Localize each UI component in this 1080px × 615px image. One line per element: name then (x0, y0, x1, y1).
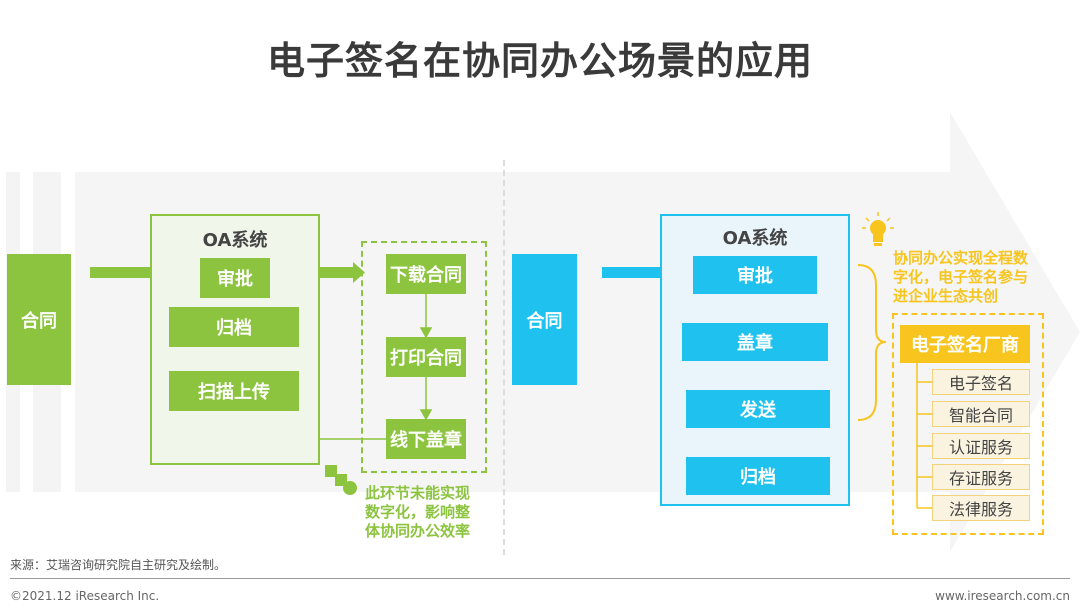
left-note-line: 数字化，影响整 (365, 503, 471, 521)
yellow-brace (857, 264, 887, 421)
section-divider (503, 160, 505, 555)
service-item: 电子签名 (932, 369, 1030, 395)
vendor-tree-lines (916, 363, 932, 509)
left-contract-box: 合同 (7, 254, 71, 385)
left-step-scan-upload: 扫描上传 (169, 371, 299, 411)
right-note-line: 协同办公实现全程数 (893, 249, 1029, 267)
arrow-print-to-stamp (419, 377, 433, 421)
service-item: 认证服务 (932, 433, 1030, 459)
left-oa-system-label: OA系统 (202, 230, 268, 251)
offline-step-stamp: 线下盖章 (386, 419, 466, 459)
left-note-line: 此环节未能实现 (365, 484, 471, 502)
right-oa-system-label: OA系统 (722, 228, 788, 249)
note-squares-icon (325, 465, 357, 495)
right-note-line: 进企业生态共创 (893, 287, 999, 305)
arrow-oa-to-offline (285, 262, 365, 283)
right-step-stamp: 盖章 (682, 323, 828, 361)
offline-step-download: 下载合同 (386, 254, 466, 294)
arrow-download-to-print (419, 294, 433, 339)
service-item: 智能合同 (932, 401, 1030, 427)
right-step-send: 发送 (686, 390, 830, 428)
offline-process-container (361, 241, 487, 473)
right-step-approve: 审批 (693, 256, 817, 294)
left-note: 此环节未能实现 数字化，影响整 体协同办公效率 (365, 484, 470, 541)
right-note: 协同办公实现全程数 字化，电子签名参与 进企业生态共创 (893, 249, 1028, 306)
page-title: 电子签名在协同办公场景的应用 (266, 39, 813, 83)
offline-step-print: 打印合同 (386, 337, 466, 377)
copyright: ©2021.12 iResearch Inc. (10, 589, 160, 603)
service-item: 存证服务 (932, 464, 1030, 490)
right-note-line: 字化，电子签名参与 (893, 268, 1029, 286)
left-step-approve: 审批 (200, 258, 270, 298)
vendor-label: 电子签名厂商 (900, 325, 1030, 363)
website-link[interactable]: www.iresearch.com.cn (935, 589, 1070, 603)
footer-divider (10, 578, 1070, 579)
vendor-container (892, 313, 1044, 535)
right-contract-box: 合同 (512, 254, 577, 385)
left-step-archive: 归档 (169, 307, 299, 347)
lightbulb-icon (862, 212, 894, 246)
service-item: 法律服务 (932, 495, 1030, 521)
left-note-line: 体协同办公效率 (365, 522, 471, 540)
source-note: 来源：艾瑞咨询研究院自主研究及绘制。 (10, 558, 227, 572)
right-step-archive: 归档 (686, 457, 830, 495)
